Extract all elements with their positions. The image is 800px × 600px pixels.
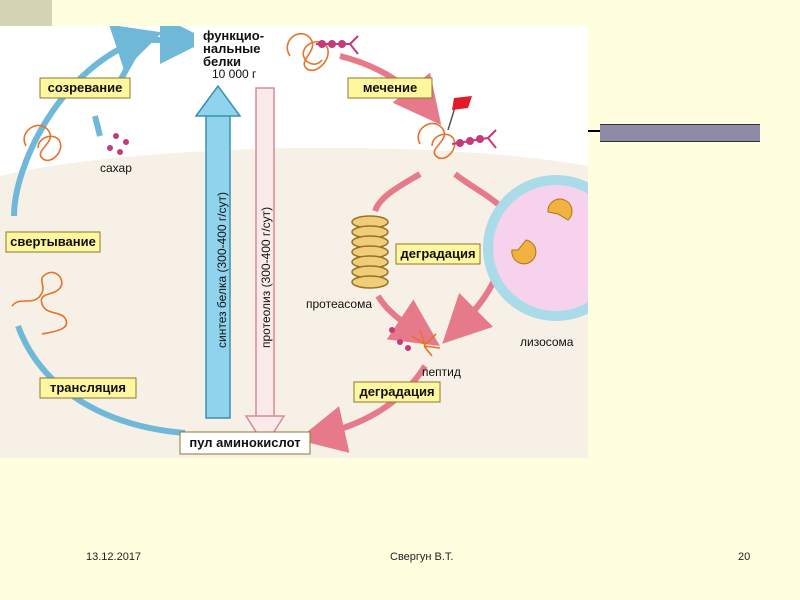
svg-text:свертывание: свертывание [10,234,96,249]
sugar-dots [107,133,411,351]
sugar-label: сахар [100,161,132,175]
decorative-bar [600,124,760,142]
synthesis-arrow [194,84,242,419]
svg-text:функцио-: функцио- [203,28,264,43]
proteasome-label: протеасома [306,297,372,311]
lysosome [483,175,629,321]
svg-text:мечение: мечение [363,80,417,95]
protein-squiggles [11,32,456,357]
sugar-chains [316,35,497,149]
label-functional-proteins: функцио- нальные белки [194,26,274,72]
footer-page-number: 20 [738,551,751,563]
label-amino-acid-pool: пул аминокислот [179,431,311,455]
proteasome [351,215,389,289]
label-degradation-final: деградация [353,381,441,403]
protein-turnover-diagram: синтез белка (300-400 г/сут) протеолиз (… [0,16,629,458]
svg-text:нальные: нальные [203,41,261,56]
lysosome-label: лизосома [520,335,574,349]
svg-text:белки: белки [203,54,241,69]
footer-date: 13.12.2017 [86,551,142,563]
label-degradation-proteasome: деградация [395,243,481,265]
peptide-label: пептид [422,365,461,379]
amount-label: 10 000 г [212,67,257,81]
footer-author: Свергун В.Т. [390,551,454,563]
svg-text:деградация: деградация [359,384,434,399]
svg-text:деградация: деградация [400,246,475,261]
svg-text:созревание: созревание [48,80,123,95]
label-labeling: мечение [347,77,433,99]
label-folding: свертывание [5,231,101,253]
synthesis-rate-label: синтез белка (300-400 г/сут) [215,192,229,348]
svg-text:трансляция: трансляция [50,380,126,395]
label-flag [447,96,472,131]
label-maturation: созревание [39,77,131,99]
label-translation: трансляция [39,377,137,399]
svg-text:пул аминокислот: пул аминокислот [189,435,300,450]
corner-decoration [0,0,52,26]
proteolysis-arrow [244,87,286,448]
proteolysis-rate-label: протеолиз (300-400 г/сут) [259,207,273,348]
